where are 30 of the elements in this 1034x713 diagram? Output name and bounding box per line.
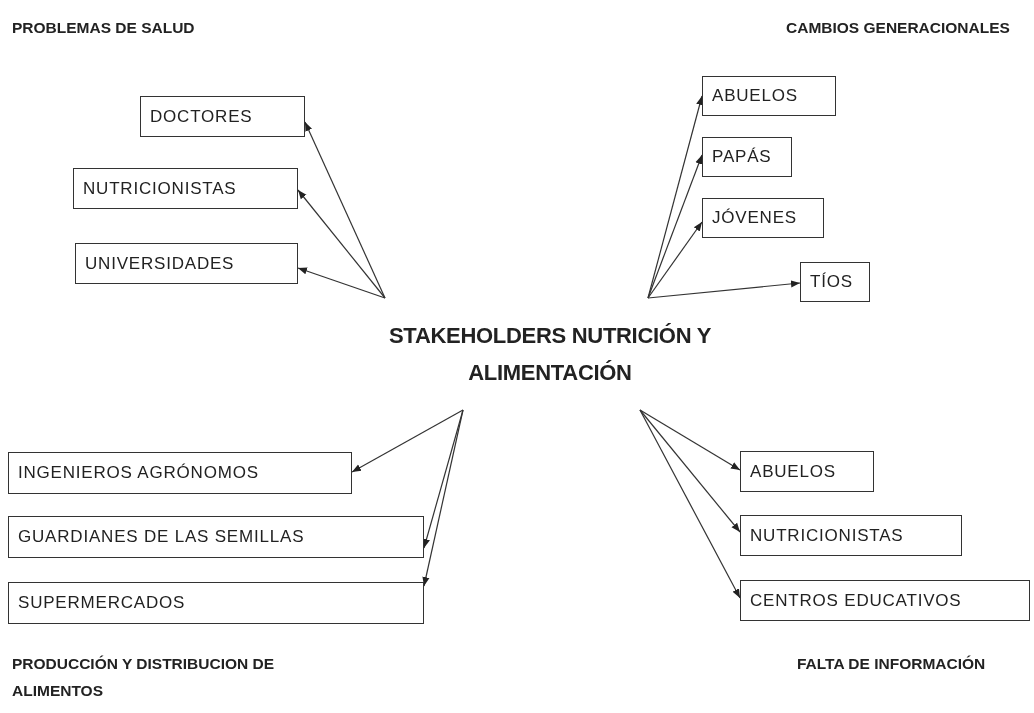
arrow [647, 95, 704, 299]
arrow [304, 121, 386, 299]
stakeholder-box: TÍOS [800, 262, 870, 302]
stakeholder-box: GUARDIANES DE LAS SEMILLAS [8, 516, 424, 558]
stakeholder-box: CENTROS EDUCATIVOS [740, 580, 1030, 621]
category-heading: FALTA DE INFORMACIÓN [797, 654, 986, 674]
stakeholder-box: PAPÁS [702, 137, 792, 177]
stakeholder-box: INGENIEROS AGRÓNOMOS [8, 452, 352, 494]
stakeholder-box: JÓVENES [702, 198, 824, 238]
arrow [647, 280, 801, 299]
arrow [639, 409, 741, 471]
category-heading: PROBLEMAS DE SALUD [12, 18, 195, 38]
stakeholder-box: UNIVERSIDADES [75, 243, 298, 284]
arrow [647, 221, 703, 299]
stakeholder-box: ABUELOS [702, 76, 836, 116]
stakeholder-box: SUPERMERCADOS [8, 582, 424, 624]
stakeholder-box: DOCTORES [140, 96, 305, 137]
arrow [351, 409, 464, 473]
arrow [639, 409, 741, 533]
stakeholder-box: NUTRICIONISTAS [740, 515, 962, 556]
category-heading: CAMBIOS GENERACIONALES [786, 18, 1010, 38]
arrow [422, 409, 464, 587]
stakeholder-box: NUTRICIONISTAS [73, 168, 298, 209]
arrow [647, 154, 703, 299]
arrow [297, 189, 386, 299]
stakeholder-box: ABUELOS [740, 451, 874, 492]
category-heading: PRODUCCIÓN Y DISTRIBUCION DE ALIMENTOS [12, 654, 276, 701]
arrow [639, 409, 741, 599]
arrow [297, 267, 386, 299]
title-text: STAKEHOLDERS NUTRICIÓN Y ALIMENTACIÓN [389, 322, 711, 387]
